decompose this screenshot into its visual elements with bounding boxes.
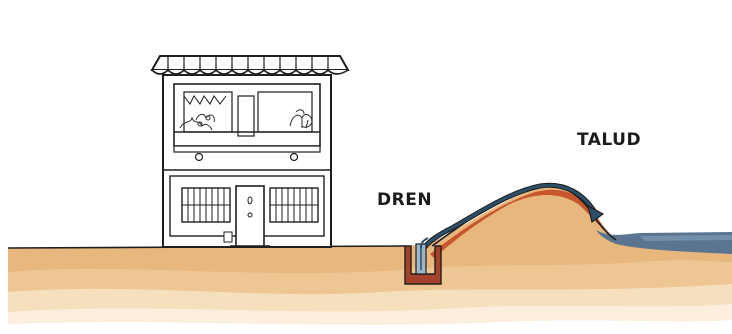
balcony-base	[174, 146, 320, 152]
house	[152, 56, 348, 247]
house-awning	[152, 56, 348, 70]
wall-vent-right	[291, 154, 298, 161]
water-highlight	[640, 235, 732, 241]
label-dren: DREN	[377, 190, 432, 210]
awning-scallops	[152, 70, 348, 74]
label-talud: TALUD	[577, 130, 641, 150]
soil-layers	[8, 186, 732, 334]
meter-box	[224, 232, 232, 242]
upper-door	[238, 96, 254, 136]
wall-vent-left	[196, 154, 203, 161]
